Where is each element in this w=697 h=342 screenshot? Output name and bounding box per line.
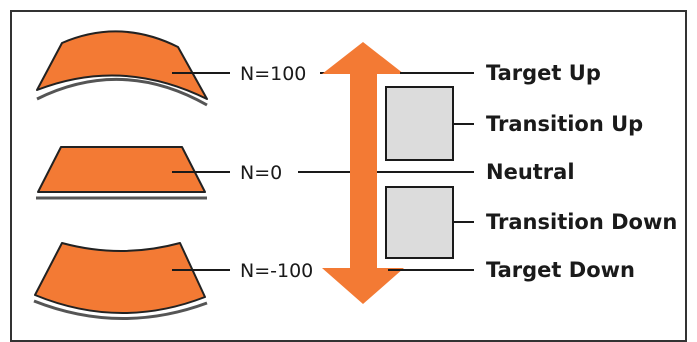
diagram-frame xyxy=(10,10,687,342)
transition-up-box xyxy=(385,86,454,161)
neutral-shape-icon xyxy=(36,146,207,200)
n-label-down: N=-100 xyxy=(240,260,313,282)
double-headed-arrow-icon xyxy=(322,42,404,304)
label-transition-up: Transition Up xyxy=(486,112,643,136)
target-down-shape-icon xyxy=(33,242,208,320)
label-target-up: Target Up xyxy=(486,61,601,85)
label-neutral: Neutral xyxy=(486,160,575,184)
transition-down-box xyxy=(385,186,454,259)
n-label-up: N=100 xyxy=(240,63,306,85)
state-leader-lines xyxy=(388,72,474,271)
target-up-shape-icon xyxy=(36,30,208,107)
label-transition-down: Transition Down xyxy=(486,210,677,234)
n-label-neutral: N=0 xyxy=(240,162,282,184)
label-target-down: Target Down xyxy=(486,258,635,282)
shape-leader-lines xyxy=(172,72,230,271)
